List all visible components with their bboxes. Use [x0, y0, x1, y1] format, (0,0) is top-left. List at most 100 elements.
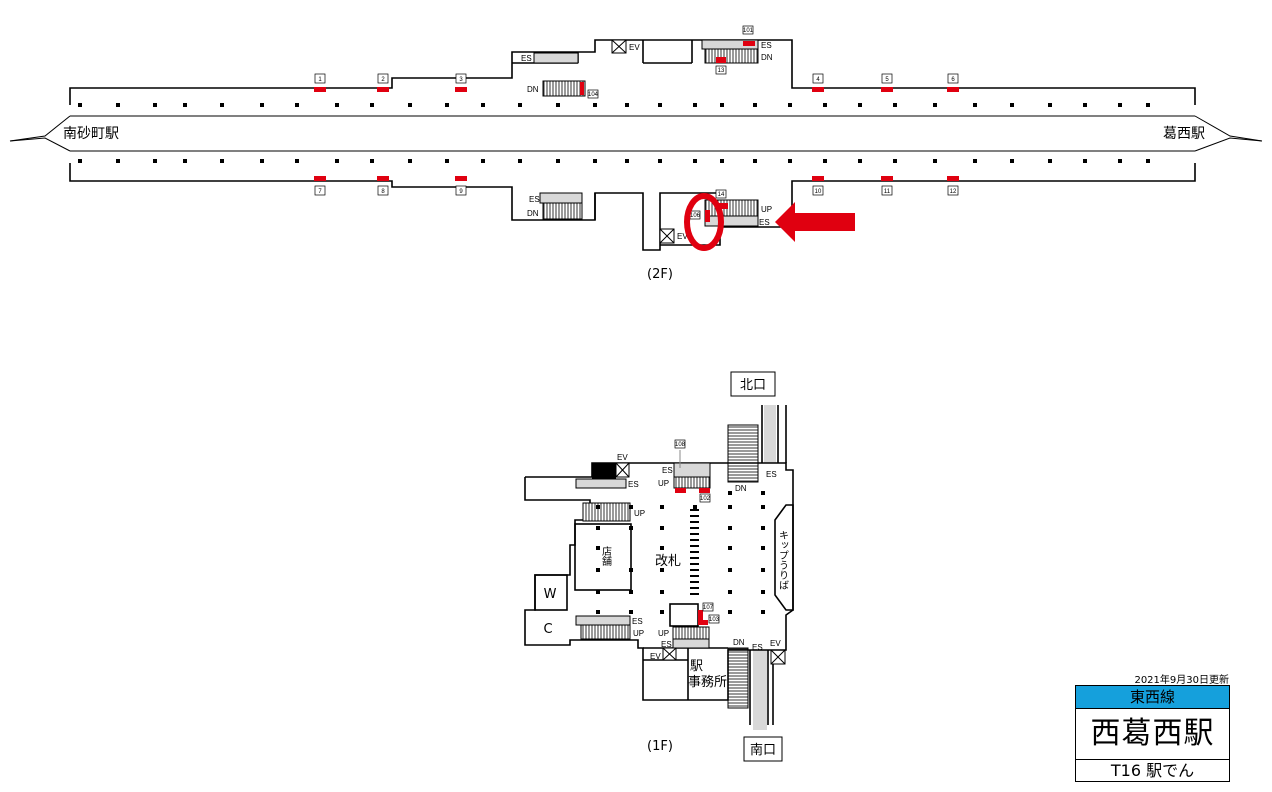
stairs-up[interactable] — [672, 626, 710, 640]
pillar — [660, 526, 664, 530]
pillar — [1146, 159, 1150, 163]
elevator-2f-top[interactable] — [611, 39, 627, 54]
track-right-end — [1194, 137, 1263, 152]
car-number: 5 — [885, 77, 889, 83]
stairs-south[interactable] — [727, 647, 749, 709]
escalator[interactable] — [672, 638, 710, 649]
south-exit-sign[interactable] — [743, 736, 783, 762]
pillar — [596, 590, 600, 594]
pillar — [761, 568, 765, 572]
floor-label-2f: (2F) — [647, 267, 673, 282]
es-label: ES — [521, 54, 532, 63]
north-exit-sign[interactable] — [730, 371, 776, 397]
car-number: 1 — [318, 77, 322, 83]
stair-number: 108 — [675, 442, 686, 448]
ev-label: EV — [677, 232, 688, 241]
ticket-gates[interactable] — [690, 509, 699, 595]
pillar — [761, 610, 765, 614]
escalator[interactable] — [533, 52, 579, 64]
pillar — [753, 103, 757, 107]
stair-number: 102 — [700, 496, 711, 502]
pillar — [1010, 103, 1014, 107]
ticket-gate-label: 改札 — [655, 554, 681, 569]
pillar — [893, 103, 897, 107]
car-number: 7 — [318, 189, 322, 195]
pillar — [823, 159, 827, 163]
pillar — [660, 505, 664, 509]
toilet[interactable] — [534, 574, 568, 611]
stair-number: 106 — [690, 213, 701, 219]
car-marker — [947, 176, 959, 181]
floor-2f: ES DN 104 EV ES DN 101 13 ES DN EV UP ES… — [9, 25, 1263, 282]
stairs-down[interactable] — [542, 202, 583, 220]
upper-platform-outline — [69, 39, 1196, 105]
pillar — [629, 590, 633, 594]
pillar — [183, 103, 187, 107]
car-marker — [314, 176, 326, 181]
pillar — [596, 526, 600, 530]
car-marker — [881, 87, 893, 92]
elevator-office[interactable] — [662, 647, 677, 661]
line-name: 東西線 — [1076, 686, 1229, 709]
pillar — [973, 103, 977, 107]
pillar — [728, 590, 732, 594]
pillar — [1083, 103, 1087, 107]
stairs-up[interactable] — [580, 624, 631, 640]
pillar — [593, 159, 597, 163]
pillar — [1083, 159, 1087, 163]
car-marker — [812, 176, 824, 181]
escalator[interactable] — [575, 615, 631, 626]
pillar — [556, 159, 560, 163]
highlight-marker — [580, 82, 584, 95]
pillar — [220, 103, 224, 107]
elevator-2f-bottom[interactable] — [659, 228, 675, 244]
elevator-south[interactable] — [770, 649, 786, 665]
car-number: 4 — [816, 77, 820, 83]
pillar — [596, 505, 600, 509]
floor-label-1f: (1F) — [647, 739, 673, 754]
pillar — [295, 159, 299, 163]
escalator[interactable] — [575, 478, 627, 489]
track-right-end — [1194, 115, 1263, 142]
escalator[interactable] — [539, 192, 583, 204]
pillar — [370, 159, 374, 163]
stair-number: 14 — [718, 192, 725, 198]
es-label: ES — [661, 640, 672, 649]
pillar — [658, 103, 662, 107]
lower-platform-outline — [69, 163, 720, 251]
stairs-up[interactable] — [582, 502, 631, 522]
stairs-down[interactable] — [542, 80, 586, 97]
stairs-up[interactable] — [673, 476, 711, 489]
es-label: ES — [628, 480, 639, 489]
stairs-north[interactable] — [727, 424, 759, 483]
escalator[interactable] — [673, 462, 711, 478]
pillar — [1118, 103, 1122, 107]
pillar — [761, 526, 765, 530]
station-name: 西葛西駅 — [1076, 709, 1229, 760]
pillar — [596, 610, 600, 614]
car-number: 8 — [381, 189, 385, 195]
es-label: ES — [632, 617, 643, 626]
pillar — [728, 546, 732, 550]
elevator-north[interactable] — [615, 462, 630, 478]
station-info-box: 2021年9月30日更新 東西線 西葛西駅 T16 駅でん — [1075, 675, 1230, 782]
ticket-sales[interactable] — [774, 504, 794, 611]
pillar — [933, 103, 937, 107]
pillar — [761, 546, 765, 550]
es-label: ES — [766, 470, 777, 479]
shop[interactable] — [574, 523, 632, 591]
es-label: ES — [662, 466, 673, 475]
pillar — [116, 159, 120, 163]
pillar — [445, 103, 449, 107]
pillars — [78, 103, 1150, 163]
escalator[interactable] — [704, 215, 759, 227]
pillar — [728, 505, 732, 509]
pillar — [933, 159, 937, 163]
stair-number: 13 — [718, 68, 725, 74]
pillar — [116, 103, 120, 107]
pillar — [728, 610, 732, 614]
pillar — [518, 159, 522, 163]
stairs-down[interactable] — [704, 48, 759, 64]
